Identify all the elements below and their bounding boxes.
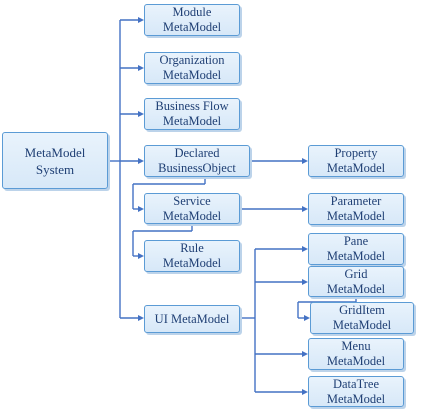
arrowhead-property: [302, 158, 308, 164]
arrowhead-parameter: [302, 206, 308, 212]
arrowhead-business-flow: [138, 111, 144, 117]
griditem-metamodel-box: GridItem MetaModel: [310, 302, 414, 334]
service-line2: MetaModel: [162, 208, 222, 223]
griditem-line2: MetaModel: [332, 318, 392, 332]
organization-metamodel-box: Organization MetaModel: [144, 52, 240, 84]
declared-bo-line2: BusinessObject: [158, 161, 236, 175]
menu-line2: MetaModel: [326, 354, 386, 368]
arrowhead-rule: [138, 253, 144, 259]
property-line2: MetaModel: [326, 161, 386, 175]
grid-line1: Grid: [344, 266, 368, 281]
organization-line2: MetaModel: [162, 68, 222, 82]
datatree-line1: DataTree: [332, 376, 380, 391]
metamodel-system-line2: System: [35, 161, 75, 177]
grid-line2: MetaModel: [326, 281, 386, 296]
arrowhead-data-tree: [302, 389, 308, 395]
grid-metamodel-box: Grid MetaModel: [308, 266, 404, 297]
parameter-metamodel-box: Parameter MetaModel: [308, 193, 404, 225]
business-flow-line1: Business Flow: [155, 99, 229, 113]
property-line1: Property: [334, 146, 378, 160]
arrowhead-ui: [138, 315, 144, 321]
business-flow-metamodel-box: Business Flow MetaModel: [144, 98, 240, 130]
metamodel-system-box: MetaModel System: [2, 132, 108, 189]
property-metamodel-box: Property MetaModel: [308, 145, 404, 177]
arrowhead-pane: [302, 246, 308, 252]
pane-metamodel-box: Pane MetaModel: [308, 233, 404, 265]
rule-line2: MetaModel: [162, 256, 222, 270]
parameter-line1: Parameter: [330, 194, 382, 208]
arrowhead-grid: [302, 279, 308, 285]
declared-bo-line1: Declared: [174, 146, 220, 160]
service-line1: Service: [173, 193, 211, 208]
griditem-line1: GridItem: [339, 303, 385, 317]
arrowhead-menu: [302, 351, 308, 357]
module-line1: Module: [172, 5, 212, 19]
declared-business-object-box: Declared BusinessObject: [144, 145, 250, 177]
pane-line1: Pane: [343, 234, 369, 248]
arrowhead-module: [138, 17, 144, 23]
ui-metamodel-box: UI MetaModel: [144, 305, 240, 333]
datatree-metamodel-box: DataTree MetaModel: [308, 376, 404, 407]
parameter-line2: MetaModel: [326, 209, 386, 223]
module-metamodel-box: Module MetaModel: [144, 4, 240, 36]
menu-metamodel-box: Menu MetaModel: [308, 338, 404, 370]
service-metamodel-box: Service MetaModel: [144, 193, 240, 224]
pane-line2: MetaModel: [326, 249, 386, 263]
rule-line1: Rule: [180, 241, 204, 255]
menu-line1: Menu: [341, 339, 371, 353]
datatree-line2: MetaModel: [326, 391, 386, 406]
arrowhead-declared-bo: [138, 158, 144, 164]
business-flow-line2: MetaModel: [162, 114, 222, 128]
organization-line1: Organization: [159, 53, 225, 67]
rule-metamodel-box: Rule MetaModel: [144, 240, 240, 272]
arrowhead-griditem: [304, 315, 310, 321]
arrowhead-organization: [138, 65, 144, 71]
metamodel-system-line1: MetaModel: [24, 144, 86, 160]
module-line2: MetaModel: [162, 20, 222, 34]
ui-line1: UI MetaModel: [154, 311, 230, 326]
arrowhead-service: [138, 206, 144, 212]
